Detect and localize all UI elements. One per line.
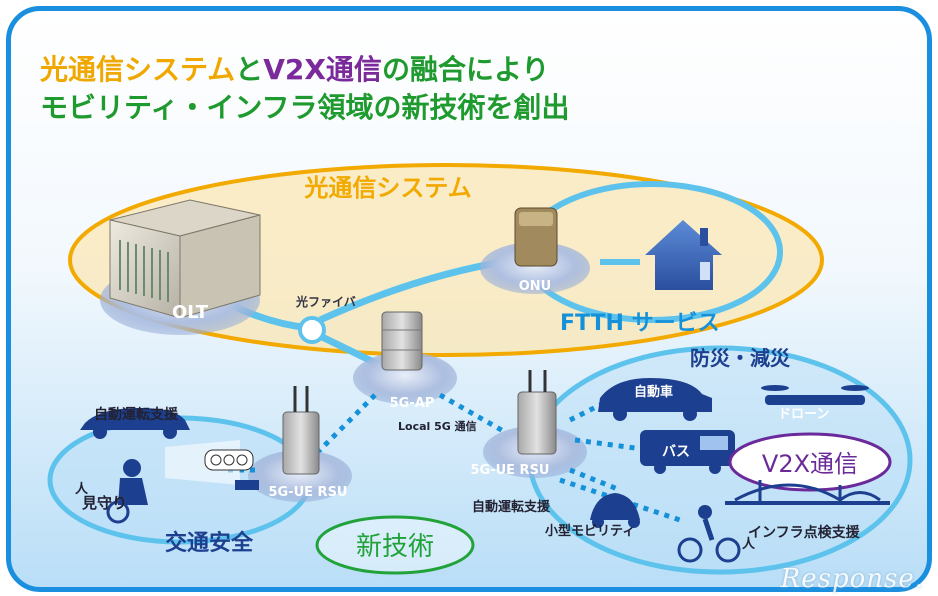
headline-and: と [235, 53, 263, 86]
ap-disc [353, 352, 457, 404]
onu-label: ONU [519, 279, 552, 294]
onu-device [514, 207, 558, 267]
ftth-label: FTTH サービス [560, 311, 720, 336]
rsu-left-device [282, 386, 320, 475]
watermark: Response. [780, 564, 924, 594]
rsu-right-device [517, 370, 557, 455]
fiber-splitter [298, 316, 326, 344]
rsu-left-label: 5G-UE RSU [268, 485, 347, 500]
rsu-left-disc [248, 450, 352, 502]
headline-fusion: の融合により [382, 53, 549, 86]
watch-label: 見守り [81, 494, 127, 512]
fiber-label: 光ファイバ [295, 294, 356, 309]
traffic-light-icon [165, 440, 259, 490]
wheelchair-person-icon [106, 459, 148, 524]
olt-device [109, 199, 261, 319]
v2x-ellipse [728, 432, 892, 492]
onu-disc [480, 242, 590, 294]
infra-label: インフラ点検支援 [748, 524, 861, 541]
v2x-label: V2X通信 [762, 450, 858, 478]
small-mobility-label: 小型モビリティ [545, 523, 635, 539]
traffic-safety-label: 交通安全 [165, 530, 254, 556]
car-label: 自動車 [634, 384, 673, 400]
new-tech-ellipse [315, 515, 475, 575]
right-auto-drive-label: 自動運転支援 [472, 499, 551, 515]
ap-label: 5G-AP [390, 396, 435, 411]
new-tech-label: 新技術 [356, 532, 434, 562]
olt-label: OLT [172, 302, 209, 323]
headline-line1: 光通信システムとV2X通信の融合により [39, 53, 549, 86]
headline-line2: モビリティ・インフラ領域の新技術を創出 [40, 91, 569, 124]
ap-device [381, 311, 423, 371]
small-mobility-icon [590, 493, 640, 528]
rsu-right-label: 5G-UE RSU [470, 463, 549, 478]
left-car-icon [80, 408, 190, 439]
headline-v2x: V2X通信 [263, 53, 382, 86]
drone-icon [761, 385, 869, 405]
headline-optical: 光通信システム [39, 53, 235, 86]
bridge-icon [725, 480, 890, 505]
right-person-label: 人 [742, 536, 756, 552]
optical-system-title: 光通信システム [303, 174, 471, 202]
link-ap-rsu-right [438, 392, 507, 435]
left-person-label: 人 [75, 481, 89, 497]
disaster-label: 防災・減災 [690, 346, 791, 370]
link-ap-rsu-left [316, 393, 377, 454]
cyclist-icon [677, 505, 741, 563]
house-icon [645, 220, 722, 290]
left-auto-drive-label: 自動運転支援 [94, 406, 179, 423]
car-icon [598, 378, 712, 421]
bus-icon [640, 430, 735, 474]
local5g-label: Local 5G 通信 [398, 419, 477, 433]
bus-label: バス [662, 444, 690, 460]
drone-label: ドローン [778, 407, 829, 422]
